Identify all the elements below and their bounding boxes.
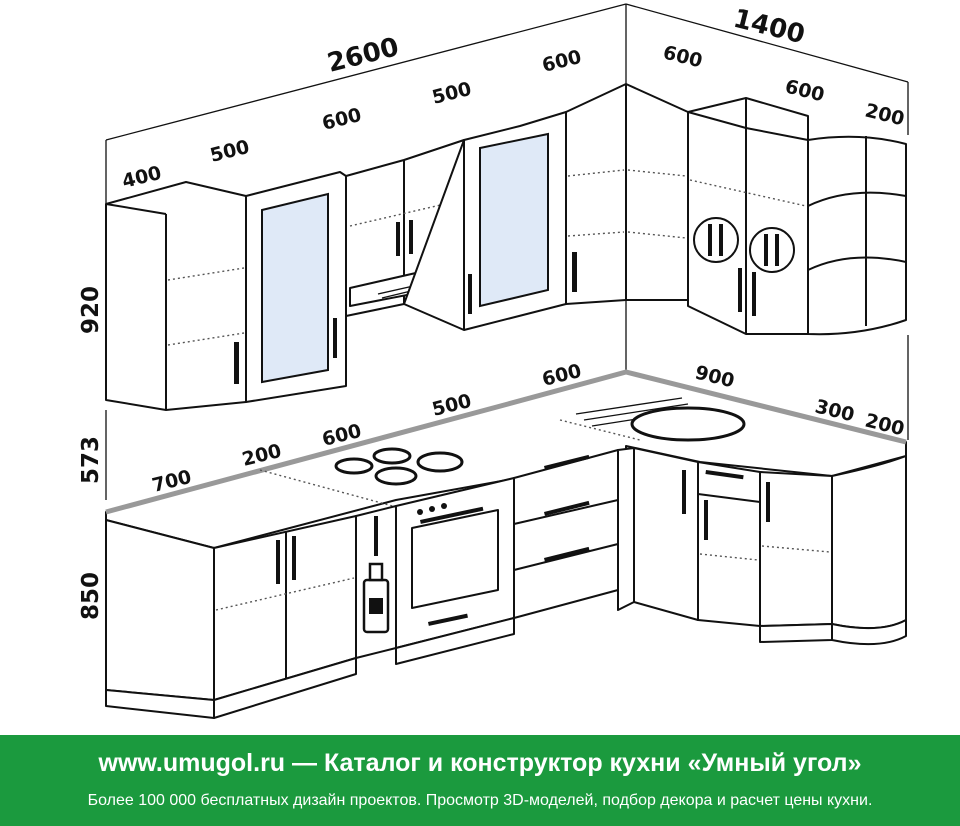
glass-door	[261, 192, 329, 384]
handle	[396, 222, 400, 256]
kitchen-drawing: 2600 1400 400 500 600 500 600 600 600 20…	[78, 3, 909, 719]
cooktop	[334, 447, 464, 486]
cutlery-icon	[749, 227, 795, 273]
handle	[409, 220, 413, 254]
upper-corner-cabinet	[565, 83, 689, 305]
wall-outline	[105, 3, 909, 500]
handle	[682, 470, 686, 514]
dim-2600: 2600	[324, 32, 401, 79]
base-end-cabinet	[759, 455, 907, 646]
handle	[234, 342, 239, 384]
footer-banner: www.umugol.ru — Каталог и конструктор ку…	[0, 735, 960, 826]
handle	[333, 318, 337, 358]
dim-600: 600	[540, 46, 584, 77]
dim-920: 920	[78, 286, 104, 334]
handle	[276, 540, 280, 584]
base-corner-cabinet	[617, 447, 699, 621]
banner-subtitle: Более 100 000 бесплатных дизайн проектов…	[87, 792, 873, 809]
handle	[704, 500, 708, 540]
dim-600: 600	[661, 42, 705, 73]
bottle-cabinet-200	[355, 505, 397, 659]
dim-600: 600	[783, 76, 827, 107]
cutlery-icon	[693, 217, 739, 263]
handle	[752, 272, 756, 316]
upper-cabinet-600-right	[687, 97, 809, 335]
dim-573: 573	[78, 436, 104, 484]
handle	[572, 252, 577, 292]
dim-500: 500	[208, 136, 252, 167]
upper-open-shelf-200	[807, 135, 907, 336]
upper-cabinet-400	[105, 181, 247, 411]
base-cabinet-700	[105, 515, 357, 719]
dim-600: 600	[320, 104, 364, 135]
oven-cabinet-600	[395, 477, 515, 665]
countertop	[105, 369, 907, 549]
dim-500: 500	[430, 78, 474, 109]
dim-200: 200	[863, 100, 907, 131]
drawer-cabinet-500	[513, 449, 619, 619]
oven-door	[411, 509, 499, 609]
banner-title: www.umugol.ru — Каталог и конструктор ку…	[98, 749, 862, 777]
sink	[575, 397, 746, 442]
dim-850: 850	[78, 572, 104, 620]
handle	[468, 274, 472, 314]
base-cabinet-300	[697, 461, 761, 627]
handle	[292, 536, 296, 580]
handle	[766, 482, 770, 522]
upper-cabinet-500-glass-b	[403, 111, 567, 331]
dim-400: 400	[120, 162, 164, 193]
bottle-icon	[362, 562, 390, 634]
handle	[374, 516, 378, 556]
glass-door	[479, 132, 549, 308]
upper-cabinet-500-glass	[245, 171, 347, 403]
handle	[738, 268, 742, 312]
